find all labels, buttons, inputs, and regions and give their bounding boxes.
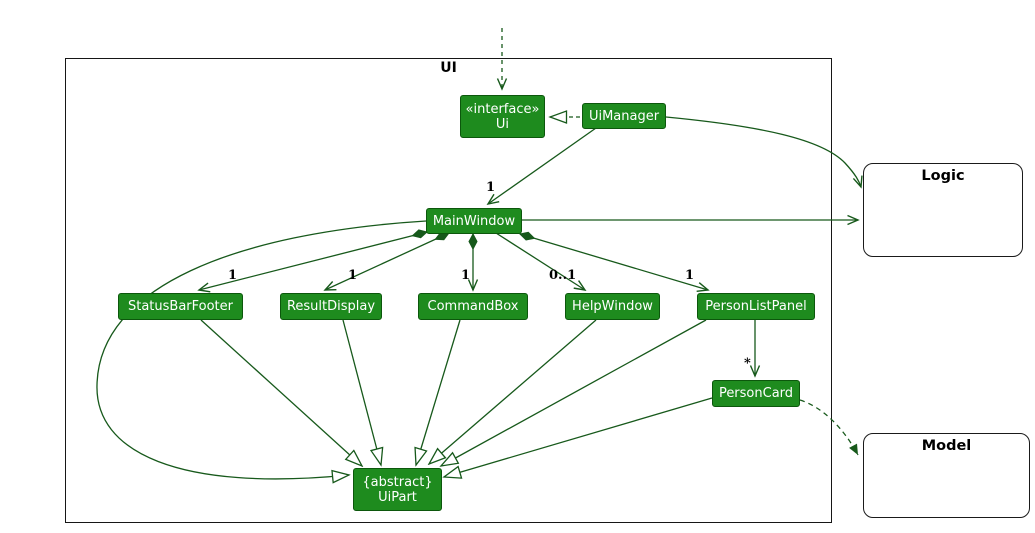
- edge-mainwindow-helpwindow: [495, 232, 587, 291]
- class-resultdisplay-name: ResultDisplay: [286, 299, 376, 314]
- edge-mainwindow-personlistpanel: [519, 233, 710, 293]
- component-model: Model: [863, 433, 1030, 518]
- multiplicity-personlistpanel: 1: [685, 268, 695, 283]
- class-mainwindow-name: MainWindow: [432, 213, 516, 229]
- edge-mainwindow-uipart: [96, 220, 427, 479]
- class-ui-interface-stereotype: «interface»: [465, 101, 540, 117]
- edge-mainwindow-resultdisplay: [323, 232, 450, 291]
- class-commandbox-name: CommandBox: [427, 299, 519, 314]
- edge-personcard-uipart: [444, 397, 713, 477]
- composition-diamond-statusbarfooter: [411, 229, 429, 239]
- class-personcard: PersonCard: [712, 380, 800, 407]
- class-helpwindow: HelpWindow: [565, 293, 660, 320]
- class-helpwindow-name: HelpWindow: [572, 299, 653, 314]
- class-statusbarfooter: StatusBarFooter: [118, 293, 243, 320]
- class-uipart-modifier: {abstract}: [362, 474, 433, 490]
- edge-uimanager-logic: [665, 116, 863, 189]
- edge-statusbarfooter-uipart: [200, 319, 362, 466]
- multiplicity-personcard: *: [744, 356, 751, 371]
- edge-personlistpanel-uipart: [441, 319, 707, 466]
- class-ui-interface: «interface» Ui: [460, 95, 545, 138]
- component-model-title: Model: [921, 438, 972, 454]
- class-uimanager-name: UiManager: [588, 108, 660, 124]
- class-personcard-name: PersonCard: [718, 386, 794, 401]
- class-commandbox: CommandBox: [418, 293, 528, 320]
- edge-resultdisplay-uipart: [342, 319, 381, 465]
- edge-uimanager-mainwindow: [486, 127, 597, 206]
- multiplicity-mainwindow: 1: [486, 180, 496, 195]
- ui-frame-label: UI: [440, 60, 457, 76]
- edge-mainwindow-statusbarfooter: [197, 231, 428, 293]
- class-uipart: {abstract} UiPart: [353, 468, 442, 511]
- component-logic: Logic: [863, 163, 1023, 257]
- multiplicity-commandbox: 1: [461, 268, 471, 283]
- class-ui-interface-name: Ui: [495, 116, 510, 132]
- class-personlistpanel-name: PersonListPanel: [705, 299, 807, 314]
- multiplicity-statusbarfooter: 1: [228, 268, 238, 283]
- multiplicity-resultdisplay: 1: [348, 268, 358, 283]
- class-uipart-name: UiPart: [378, 489, 417, 505]
- edge-commandbox-uipart: [416, 319, 461, 465]
- edge-helpwindow-uipart: [429, 319, 597, 464]
- class-statusbarfooter-name: StatusBarFooter: [127, 299, 233, 314]
- composition-diamond-commandbox: [468, 232, 478, 251]
- component-logic-title: Logic: [921, 168, 965, 184]
- class-personlistpanel: PersonListPanel: [697, 293, 815, 320]
- edge-personcard-model: [799, 399, 859, 456]
- class-mainwindow: MainWindow: [426, 208, 522, 234]
- multiplicity-helpwindow: 0..1: [549, 268, 577, 283]
- composition-diamond-personlistpanel: [518, 231, 536, 241]
- class-resultdisplay: ResultDisplay: [280, 293, 382, 320]
- class-uimanager: UiManager: [582, 103, 666, 129]
